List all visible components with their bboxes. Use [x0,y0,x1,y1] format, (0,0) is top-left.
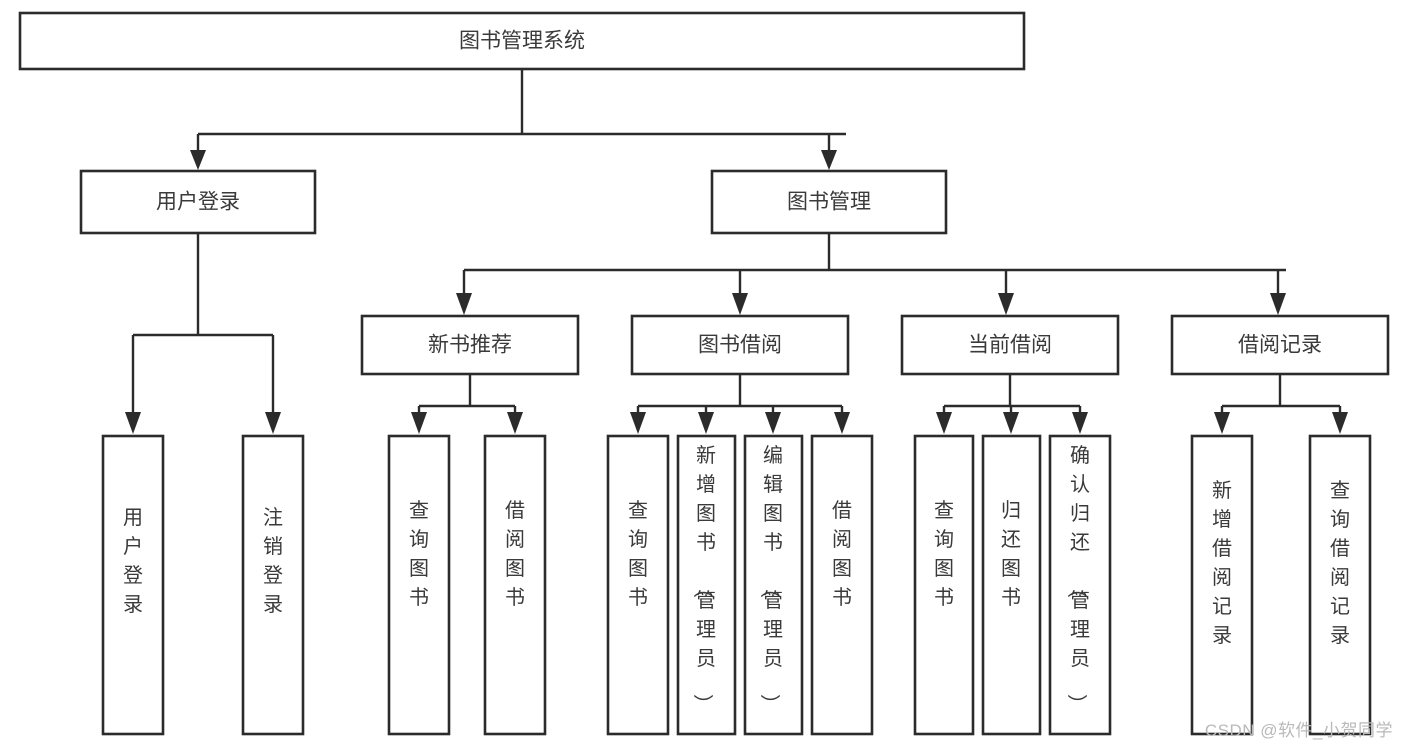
arrow-head-leaf-borrow-book-2 [834,412,850,434]
node-leaf-borrow-book-1-label: 借阅图书 [505,499,525,609]
node-leaf-add-record[interactable]: 新增借阅记录 [1190,434,1254,736]
arrow-head-leaf-query-book-3 [936,412,952,434]
node-leaf-user-login-label: 用户登录 [123,507,143,616]
arrow-head-leaf-query-book-1 [411,412,427,434]
node-leaf-query-record-label: 查询借阅记录 [1330,479,1350,647]
node-leaf-query-book-1[interactable]: 查询图书 [387,434,451,736]
arrow-head-book-manage [821,150,837,170]
arrow-head-leaf-add-book [698,412,714,434]
node-leaf-query-book-1-label: 查询图书 [409,499,429,609]
node-borrow-record-label: 借阅记录 [1238,334,1322,357]
node-book-manage-box[interactable] [710,169,948,235]
node-leaf-borrow-book-1[interactable]: 借阅图书 [483,434,547,736]
node-leaf-query-book-3[interactable]: 查询图书 [913,434,975,736]
node-leaf-add-book-box[interactable] [676,434,737,736]
node-root-label: 图书管理系统 [459,30,585,53]
arrow-head-leaf-user-logout [265,412,281,434]
node-leaf-user-logout[interactable]: 注销登录 [241,434,305,736]
arrow-head-leaf-return-book [1003,412,1019,434]
arrow-head-new-book-rec [456,293,472,315]
node-leaf-add-book-label: 新增图书（管理员） [691,444,716,714]
connector-group-user-login [125,233,281,434]
arrow-head-leaf-borrow-book-1 [507,412,523,434]
node-leaf-user-login[interactable]: 用户登录 [101,434,165,736]
node-borrow-record[interactable]: 借阅记录 [1170,314,1390,376]
connector-group-root [190,69,846,170]
node-current-borrow[interactable]: 当前借阅 [900,314,1120,376]
node-leaf-return-book-box[interactable] [981,434,1042,736]
node-leaf-add-record-label: 新增借阅记录 [1212,479,1232,647]
node-leaf-query-book-1-box[interactable] [387,434,451,736]
connector-group-book-manage [456,233,1286,315]
connector-group-current-borrow [936,374,1088,434]
arrow-head-leaf-confirm-return [1072,412,1088,434]
node-current-borrow-box[interactable] [900,314,1120,376]
node-book-borrow-label: 图书借阅 [698,334,782,357]
arrow-head-borrow-record [1270,293,1286,315]
node-leaf-borrow-book-2[interactable]: 借阅图书 [810,434,874,736]
node-leaf-confirm-return[interactable]: 确认归还（管理员） [1048,434,1112,736]
arrow-head-leaf-edit-book [765,412,781,434]
arrow-head-leaf-user-login [125,412,141,434]
node-new-book-rec[interactable]: 新书推荐 [360,314,580,376]
connector-group-borrow-record [1214,374,1348,434]
node-user-login-box[interactable] [79,169,317,235]
connector-group-new-book-rec [411,374,523,434]
node-leaf-edit-book-label: 编辑图书（管理员） [758,444,783,714]
arrow-head-user-login [190,150,206,170]
node-leaf-query-record-box[interactable] [1308,434,1372,736]
arrow-head-current-borrow [998,293,1014,315]
node-leaf-confirm-return-label: 确认归还（管理员） [1065,444,1090,714]
arrow-head-leaf-query-book-2 [630,412,646,434]
node-leaf-return-book[interactable]: 归还图书 [981,434,1042,736]
node-leaf-query-book-2[interactable]: 查询图书 [606,434,670,736]
node-leaf-user-login-box[interactable] [101,434,165,736]
node-user-login-label: 用户登录 [156,191,240,214]
node-leaf-user-logout-label: 注销登录 [263,506,283,616]
node-current-borrow-label: 当前借阅 [968,334,1052,357]
node-new-book-rec-label: 新书推荐 [428,334,512,357]
node-leaf-borrow-book-1-box[interactable] [483,434,547,736]
node-leaf-query-book-3-label: 查询图书 [934,499,954,609]
node-leaf-return-book-label: 归还图书 [1001,499,1021,609]
node-book-manage-label: 图书管理 [787,191,871,214]
arrow-head-leaf-add-record [1214,412,1230,434]
connector-group-book-borrow [630,374,850,434]
node-leaf-add-record-box[interactable] [1190,434,1254,736]
node-leaf-edit-book-box[interactable] [743,434,804,736]
node-leaf-user-logout-box[interactable] [241,434,305,736]
arrow-head-leaf-query-record [1332,412,1348,434]
node-new-book-rec-box[interactable] [360,314,580,376]
node-book-borrow[interactable]: 图书借阅 [630,314,850,376]
node-leaf-borrow-book-2-box[interactable] [810,434,874,736]
node-leaf-query-book-2-label: 查询图书 [628,499,648,609]
node-leaf-edit-book[interactable]: 编辑图书（管理员） [743,434,804,736]
node-leaf-query-book-2-box[interactable] [606,434,670,736]
node-leaf-query-record[interactable]: 查询借阅记录 [1308,434,1372,736]
node-borrow-record-box[interactable] [1170,314,1390,376]
node-leaf-confirm-return-box[interactable] [1048,434,1112,736]
node-root-box[interactable] [18,11,1026,71]
node-leaf-add-book[interactable]: 新增图书（管理员） [676,434,737,736]
node-root[interactable]: 图书管理系统 [18,11,1026,71]
node-leaf-borrow-book-2-label: 借阅图书 [832,499,852,609]
node-user-login[interactable]: 用户登录 [79,169,317,235]
arrow-head-book-borrow [732,293,748,315]
node-leaf-query-book-3-box[interactable] [913,434,975,736]
node-book-manage[interactable]: 图书管理 [710,169,948,235]
node-book-borrow-box[interactable] [630,314,850,376]
